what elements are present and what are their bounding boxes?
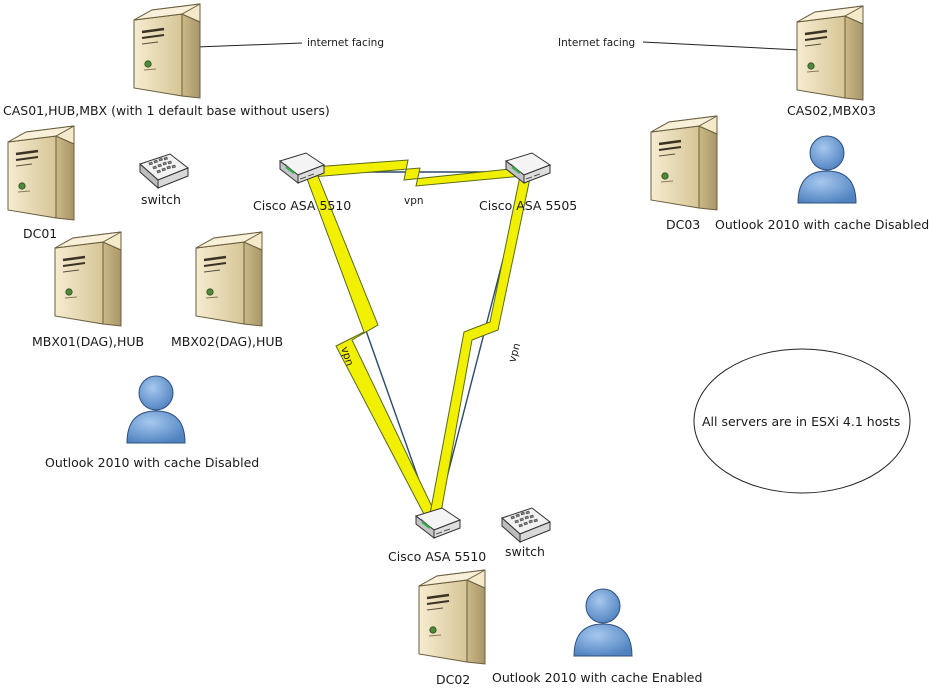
cas01-server-icon <box>132 2 202 100</box>
cas02-label: CAS02,MBX03 <box>787 103 876 118</box>
asa5510-bottom-label: Cisco ASA 5510 <box>388 549 487 564</box>
internet-facing-pointer-right <box>642 41 801 51</box>
dc03-server-icon <box>649 114 719 212</box>
mbx02-label: MBX02(DAG),HUB <box>171 334 284 349</box>
outlook-label-left: Outlook 2010 with cache Disabled <box>45 455 260 470</box>
vpn-label-top: vpn <box>404 195 424 207</box>
switch-label-left: switch <box>141 192 181 207</box>
user-icon-left <box>126 375 186 444</box>
vpn-lightning-left <box>305 175 437 519</box>
mbx01-label: MBX01(DAG),HUB <box>32 334 145 349</box>
dc03-label: DC03 <box>666 217 701 232</box>
user-icon-bottom <box>573 588 633 657</box>
dc01-server-icon <box>6 124 76 222</box>
vpn-label-left: vpn <box>338 345 355 367</box>
note-ellipse <box>693 348 911 494</box>
note-label: All servers are in ESXi 4.1 hosts <box>702 414 901 429</box>
internet-facing-label-right: Internet facing <box>558 37 636 49</box>
switch-icon-left <box>139 153 189 189</box>
internet-facing-label-left: internet facing <box>307 37 384 49</box>
asa5505-label: Cisco ASA 5505 <box>479 198 578 213</box>
cas01-label: CAS01,HUB,MBX (with 1 default base witho… <box>3 103 330 118</box>
switch-label-bottom: switch <box>505 544 545 559</box>
dc01-label: DC01 <box>23 226 58 241</box>
user-icon-right <box>797 135 857 204</box>
mbx01-server-icon <box>53 230 123 328</box>
outlook-label-bottom: Outlook 2010 with cache Enabled <box>492 670 703 685</box>
mbx02-server-icon <box>194 230 264 328</box>
outlook-label-right: Outlook 2010 with cache Disabled <box>715 217 930 232</box>
vpn-label-right: vpn <box>506 342 523 364</box>
firewall-icon-asa5505 <box>504 151 552 185</box>
switch-icon-bottom <box>501 507 551 543</box>
asa5510-top-label: Cisco ASA 5510 <box>253 198 352 213</box>
vpn-lightning-top <box>299 159 523 187</box>
cas02-server-icon <box>795 4 865 102</box>
dc02-server-icon <box>417 568 487 666</box>
dc02-label: DC02 <box>436 672 471 687</box>
